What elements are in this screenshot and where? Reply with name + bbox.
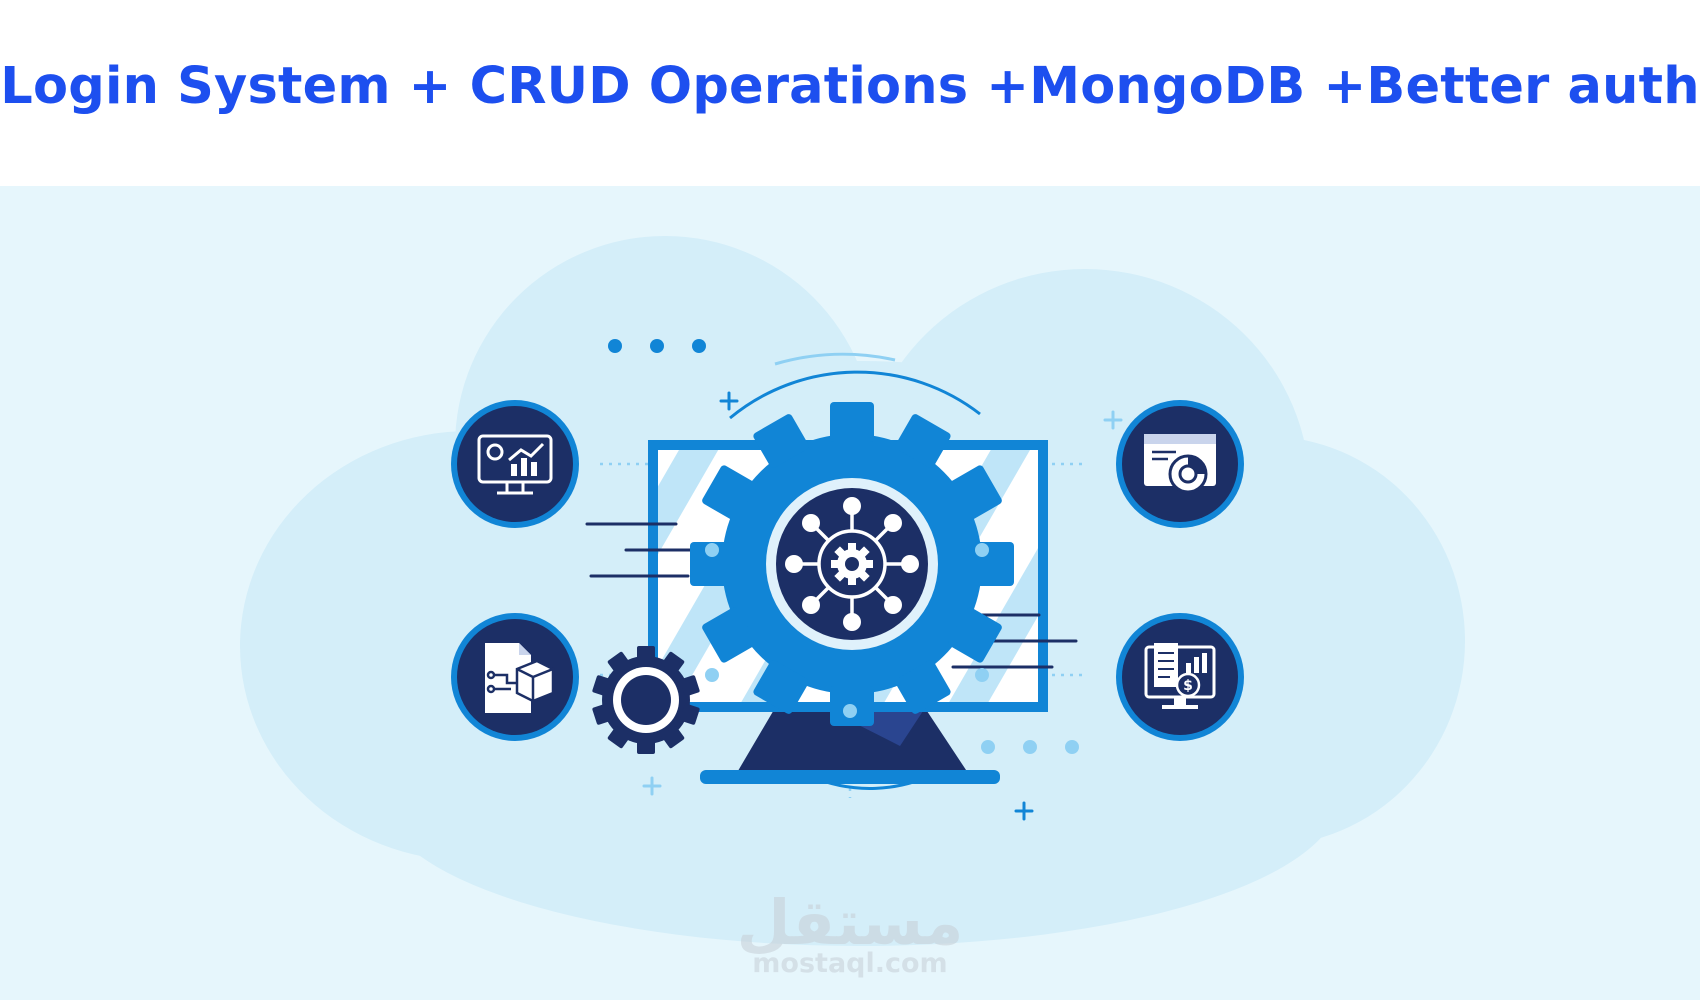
network-gear-icon (785, 497, 919, 631)
decor-dots-top (608, 339, 706, 353)
monitor-analytics-icon (477, 434, 553, 495)
header: Login System + CRUD Operations +MongoDB … (0, 0, 1700, 186)
circle-bottom-right: $ (1116, 613, 1244, 741)
mostaql-watermark: مستقل mostaql.com (737, 886, 964, 979)
circle-top-right (1116, 400, 1244, 528)
watermark-arabic: مستقل (737, 886, 964, 959)
watermark-latin: mostaql.com (752, 948, 947, 979)
connection-dots (705, 543, 989, 718)
page-title: Login System + CRUD Operations +MongoDB … (0, 56, 1700, 116)
financial-report-icon: $ (1144, 643, 1216, 709)
document-package-icon (485, 643, 555, 713)
browser-chart-icon (1144, 434, 1216, 494)
decor-dots-bottom (981, 740, 1079, 754)
orbit-arc-top (729, 370, 981, 420)
circle-top-left (451, 400, 579, 528)
circle-bottom-left (451, 613, 579, 741)
orbit-arc-top-light (774, 352, 896, 366)
small-gear-icon (591, 646, 701, 754)
hero-illustration: $ مستقل mostaql.com (0, 186, 1700, 1000)
decor-plus-signs (642, 391, 1123, 821)
illustration-canvas: $ مستقل mostaql.com (0, 186, 1700, 1000)
svg-text:$: $ (1183, 678, 1193, 694)
